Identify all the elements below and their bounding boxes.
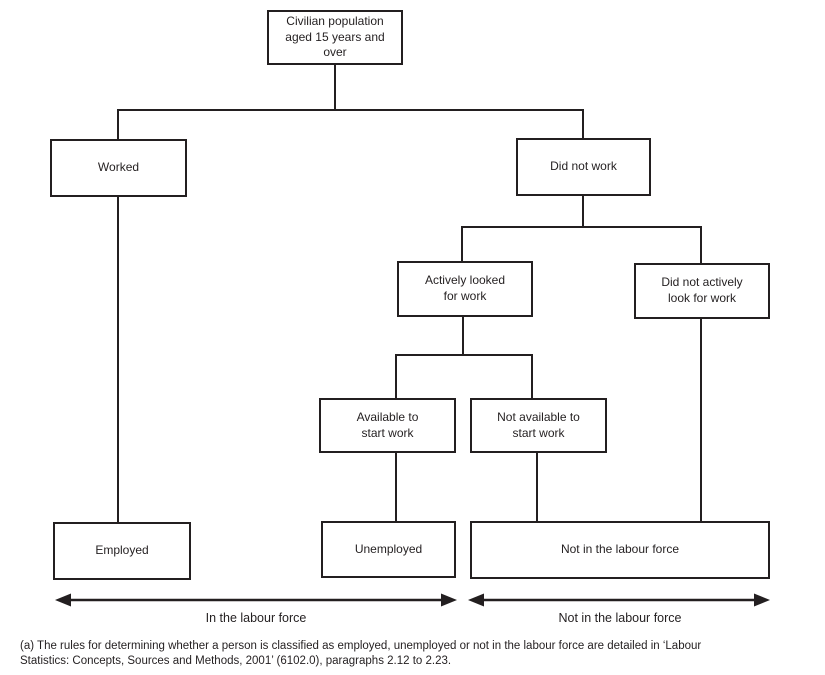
node-worked: Worked: [50, 139, 187, 197]
tree-connector-paths: [117, 65, 702, 522]
node-actively-looked-for-work: Actively looked for work: [397, 261, 533, 317]
in-labour-force-span-label: In the labour force: [205, 611, 307, 625]
not-in-labour-force-arrow: [468, 593, 770, 607]
node-civilian-population: Civilian population aged 15 years and ov…: [267, 10, 403, 65]
node-employed: Employed: [53, 522, 191, 580]
footnote: (a) The rules for determining whether a …: [20, 640, 702, 667]
in-labour-force-arrow: [55, 593, 457, 607]
node-available-to-start-work: Available to start work: [319, 398, 456, 453]
node-unemployed: Unemployed: [321, 521, 456, 578]
node-did-not-actively-look-for-work: Did not actively look for work: [634, 263, 770, 319]
node-did-not-work: Did not work: [516, 138, 651, 196]
node-not-in-the-labour-force: Not in the labour force: [470, 521, 770, 579]
not-in-labour-force-span-label: Not in the labour force: [558, 611, 682, 625]
node-not-available-to-start-work: Not available to start work: [470, 398, 607, 453]
